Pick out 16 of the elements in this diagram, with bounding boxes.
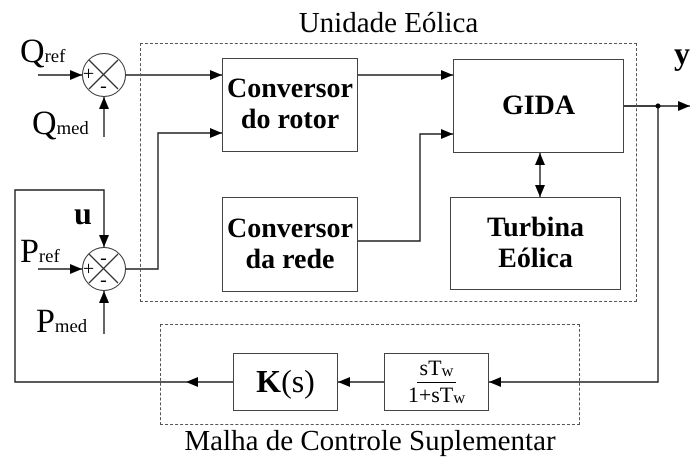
- summing-junction: [82, 53, 126, 97]
- sign: -: [100, 248, 107, 268]
- transfer-function-box: sT$_{w}$ 1+sT$_{w}$: [384, 353, 489, 411]
- sign: -: [100, 76, 107, 96]
- block-box: GIDA: [453, 59, 624, 153]
- signal-label: u: [74, 198, 92, 228]
- sign: +: [82, 64, 94, 84]
- block-box: K(s): [233, 353, 338, 411]
- summing-junction: [82, 247, 126, 291]
- block-box: Conversor do rotor: [222, 58, 358, 152]
- sign: +: [82, 258, 94, 278]
- block-box: Conversor da rede: [222, 197, 358, 292]
- sign: -: [100, 270, 107, 290]
- block-box: Turbina Eólica: [450, 197, 621, 290]
- group-title: Malha de Controle Suplementar: [183, 424, 557, 458]
- group-title: Unidade Eólica: [298, 6, 480, 40]
